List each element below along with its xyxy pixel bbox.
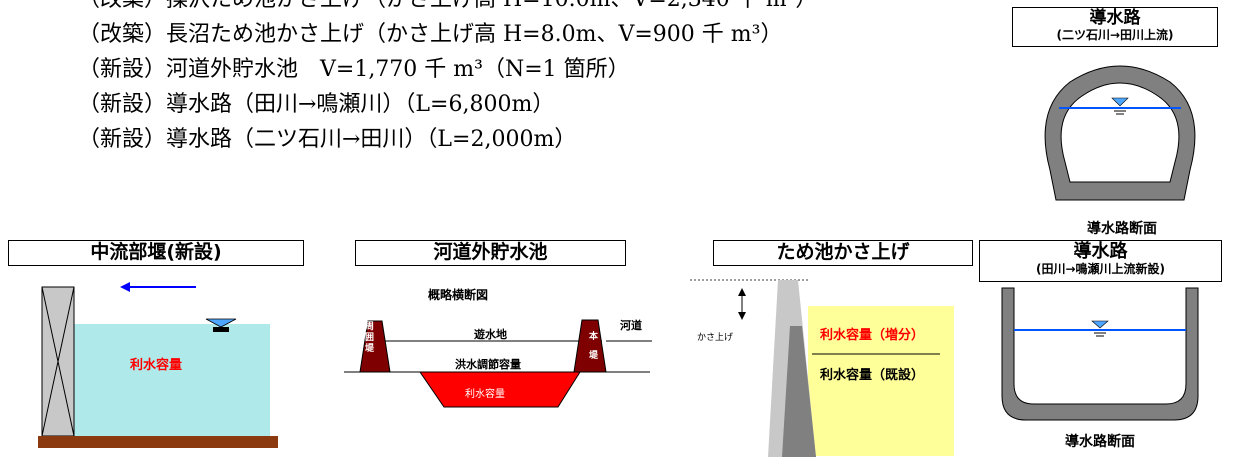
offstream-storage-label: 利水容量 xyxy=(465,389,505,400)
increase-label: 利水容量（増分） xyxy=(820,328,925,343)
canal-bottom-title: 導水路 xyxy=(1073,241,1128,262)
canal-bottom-title-box: 導水路 (田川→鳴瀬川上流新設) xyxy=(979,240,1222,282)
raise-arrow-up xyxy=(738,288,746,296)
water-level-marker xyxy=(205,318,237,328)
pond-water xyxy=(808,306,954,456)
weir-diagram xyxy=(38,282,278,448)
main-levee xyxy=(573,319,607,373)
project-item: （改築）揉沢ため池かさ上げ（かさ上げ高 H=10.0m、V=2,340 千 m³… xyxy=(78,0,817,13)
weir-water xyxy=(74,324,270,436)
project-item: （改築）長沼ため池かさ上げ（かさ上げ高 H=8.0m、V=900 千 m³） xyxy=(78,22,783,47)
flood-capacity-label: 洪水調節容量 xyxy=(455,358,521,371)
canal-bottom-section-diagram xyxy=(1001,287,1199,421)
canal-top-section-diagram xyxy=(1044,65,1196,201)
offstream-title: 河道外貯水池 xyxy=(355,240,626,266)
river-label: 河道 xyxy=(620,319,642,332)
storage-pool xyxy=(419,371,581,408)
perimeter-levee-label: 周囲堤 xyxy=(365,322,375,354)
offstream-subtitle: 概略横断図 xyxy=(428,288,489,302)
raise-diagram xyxy=(690,279,954,457)
canal-top-title-box: 導水路 (二ツ石川→田川上流) xyxy=(1012,7,1218,47)
water-level-marker xyxy=(1111,97,1129,107)
project-item: （新設）導水路（二ツ石川→田川）（L=2,000m） xyxy=(78,127,577,152)
raise-label: かさ上げ xyxy=(697,333,734,343)
canal-top-title: 導水路 xyxy=(1089,8,1141,28)
canal-top-section-label: 導水路断面 xyxy=(1087,221,1157,237)
perimeter-levee xyxy=(359,320,391,373)
weir-storage-label: 利水容量 xyxy=(130,358,183,373)
retarding-area-label: 遊水地 xyxy=(474,328,507,341)
main-levee-label: 本堤 xyxy=(589,332,599,361)
raise-title: ため池かさ上げ xyxy=(713,240,973,266)
offstream-diagram xyxy=(344,319,652,408)
existing-label: 利水容量（既設） xyxy=(820,368,925,383)
weir-title: 中流部堰(新設) xyxy=(8,240,304,266)
canal-bottom-section-label: 導水路断面 xyxy=(1065,434,1135,450)
project-item: （新設）河道外貯水池 V=1,770 千 m³（N=1 箇所） xyxy=(78,57,630,82)
canal-top-subtitle: (二ツ石川→田川上流) xyxy=(1056,28,1174,42)
water-level-marker xyxy=(1091,320,1109,329)
canal-wall xyxy=(1001,287,1199,421)
project-item: （新設）導水路（田川→鳴瀬川）（L=6,800m） xyxy=(78,92,555,117)
dam-existing-core xyxy=(782,326,816,457)
weir-riverbed xyxy=(38,436,278,448)
raise-arrow-down xyxy=(738,312,746,320)
canal-bottom-subtitle: (田川→鳴瀬川上流新設) xyxy=(1035,262,1166,276)
